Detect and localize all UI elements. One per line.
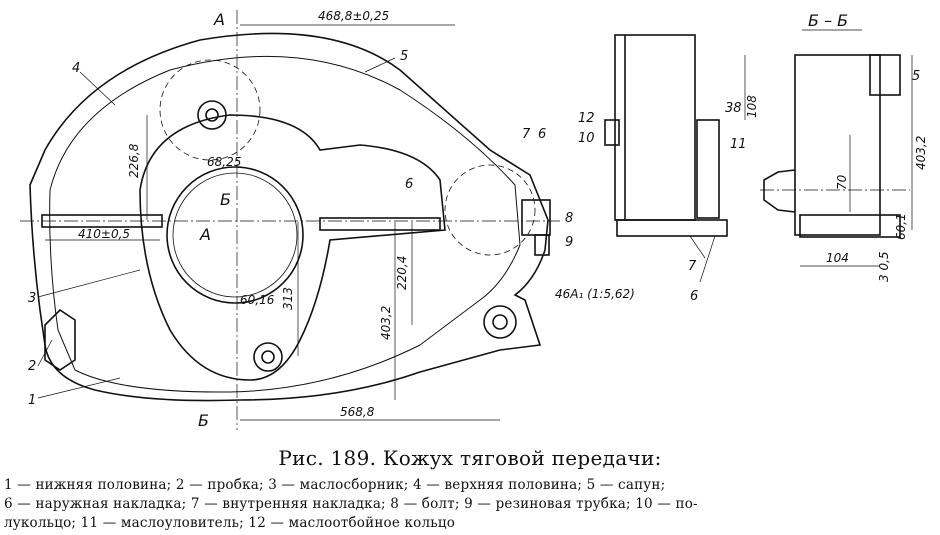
callout-7-main: 7	[522, 127, 531, 142]
section-a-callout-38: 38	[725, 101, 742, 116]
section-b-dim-601: 60,1	[894, 213, 908, 240]
figure-legend: 1 — нижняя половина; 2 — пробка; 3 — мас…	[4, 476, 934, 533]
section-b-dim-4032: 403,2	[914, 136, 928, 170]
section-a-halfring	[604, 119, 620, 146]
dim-height-313: 313	[281, 287, 295, 310]
dim-height-4032: 403,2	[379, 306, 393, 340]
section-b-body	[794, 54, 881, 236]
callout-8: 8	[565, 211, 573, 226]
spec-note: 46А₁ (1:5,62)	[555, 287, 635, 301]
leader-1	[37, 377, 121, 399]
callout-2: 2	[28, 359, 36, 374]
section-a-callout-6: 6	[690, 289, 698, 304]
section-a-callout-12: 12	[578, 111, 595, 126]
dim-vertical-upper: 226,8	[127, 143, 141, 178]
upper-hole	[197, 100, 227, 130]
large-bore-inner	[172, 172, 298, 298]
section-a-callout-11: 11	[730, 137, 747, 152]
housing-outer-contour	[29, 32, 549, 402]
dim-bottom-length: 568,8	[340, 405, 375, 419]
section-a-leader-6	[699, 235, 716, 283]
central-hub-outline	[139, 114, 446, 381]
leader-3	[37, 269, 141, 298]
section-mark-b-top: Б	[220, 190, 231, 209]
leader-2	[37, 339, 53, 367]
section-b-boss	[763, 169, 796, 213]
phantom-circle-top	[159, 59, 261, 161]
right-lug-inner	[492, 314, 508, 330]
technical-drawing: 468,8±0,25 568,8 410±0,5 226,8 68,25 60,…	[20, 9, 928, 430]
section-a-leader-7	[689, 235, 706, 259]
legend-line-1: 1 — нижняя половина; 2 — пробка; 3 — мас…	[4, 477, 666, 493]
callout-9: 9	[565, 235, 573, 250]
figure-caption: Рис. 189. Кожух тяговой передачи:	[278, 446, 662, 470]
right-lug	[483, 305, 517, 339]
plug	[44, 308, 76, 371]
flange-strip-right	[319, 217, 441, 231]
legend-line-2: 6 — наружная накладка; 7 — внутренняя на…	[4, 496, 698, 512]
dim-bore-small: 68,25	[207, 155, 241, 169]
rubber-tube	[534, 234, 550, 256]
housing-inner-contour	[49, 55, 521, 393]
section-b-title: Б – Б	[808, 11, 848, 30]
upper-hole-inner	[205, 108, 219, 122]
lower-hole-inner	[261, 350, 275, 364]
section-mark-a-mid: А	[199, 225, 211, 244]
section-b-breather	[869, 54, 901, 96]
dim-top-length: 468,8±0,25	[318, 9, 389, 23]
callout-1: 1	[28, 393, 36, 408]
dim-bore-lower: 60,16	[240, 293, 275, 307]
section-a-oilcatcher	[696, 119, 720, 219]
callout-5: 5	[400, 49, 408, 64]
section-b-lower	[799, 214, 901, 238]
leader-4	[79, 71, 116, 106]
callout-6-top: 6	[538, 127, 546, 142]
section-b-dim-305: 3 0,5	[877, 251, 891, 282]
section-a-dim-108: 108	[745, 95, 759, 118]
section-a-body	[614, 34, 696, 221]
leader-5	[364, 57, 396, 73]
bolt-block	[521, 199, 551, 236]
dim-height-2204: 220,4	[395, 256, 409, 290]
section-a-flange	[616, 219, 728, 237]
lower-hole	[253, 342, 283, 372]
section-mark-a-top: А	[213, 10, 225, 29]
phantom-circle-right	[444, 164, 536, 256]
large-bore	[166, 166, 304, 304]
section-b-callout-5: 5	[912, 69, 920, 84]
legend-line-3: лукольцо; 11 — маслоуловитель; 12 — масл…	[4, 515, 456, 531]
callout-4: 4	[72, 61, 80, 76]
section-b-dim-104: 104	[826, 251, 849, 265]
callout-3: 3	[28, 291, 36, 306]
section-mark-b-bottom: Б	[198, 411, 209, 430]
section-b-dim-70: 70	[835, 174, 849, 190]
section-a-callout-7: 7	[688, 259, 697, 274]
dim-left-offset: 410±0,5	[78, 227, 130, 241]
section-a-callout-10: 10	[578, 131, 595, 146]
callout-6-main: 6	[405, 177, 413, 192]
